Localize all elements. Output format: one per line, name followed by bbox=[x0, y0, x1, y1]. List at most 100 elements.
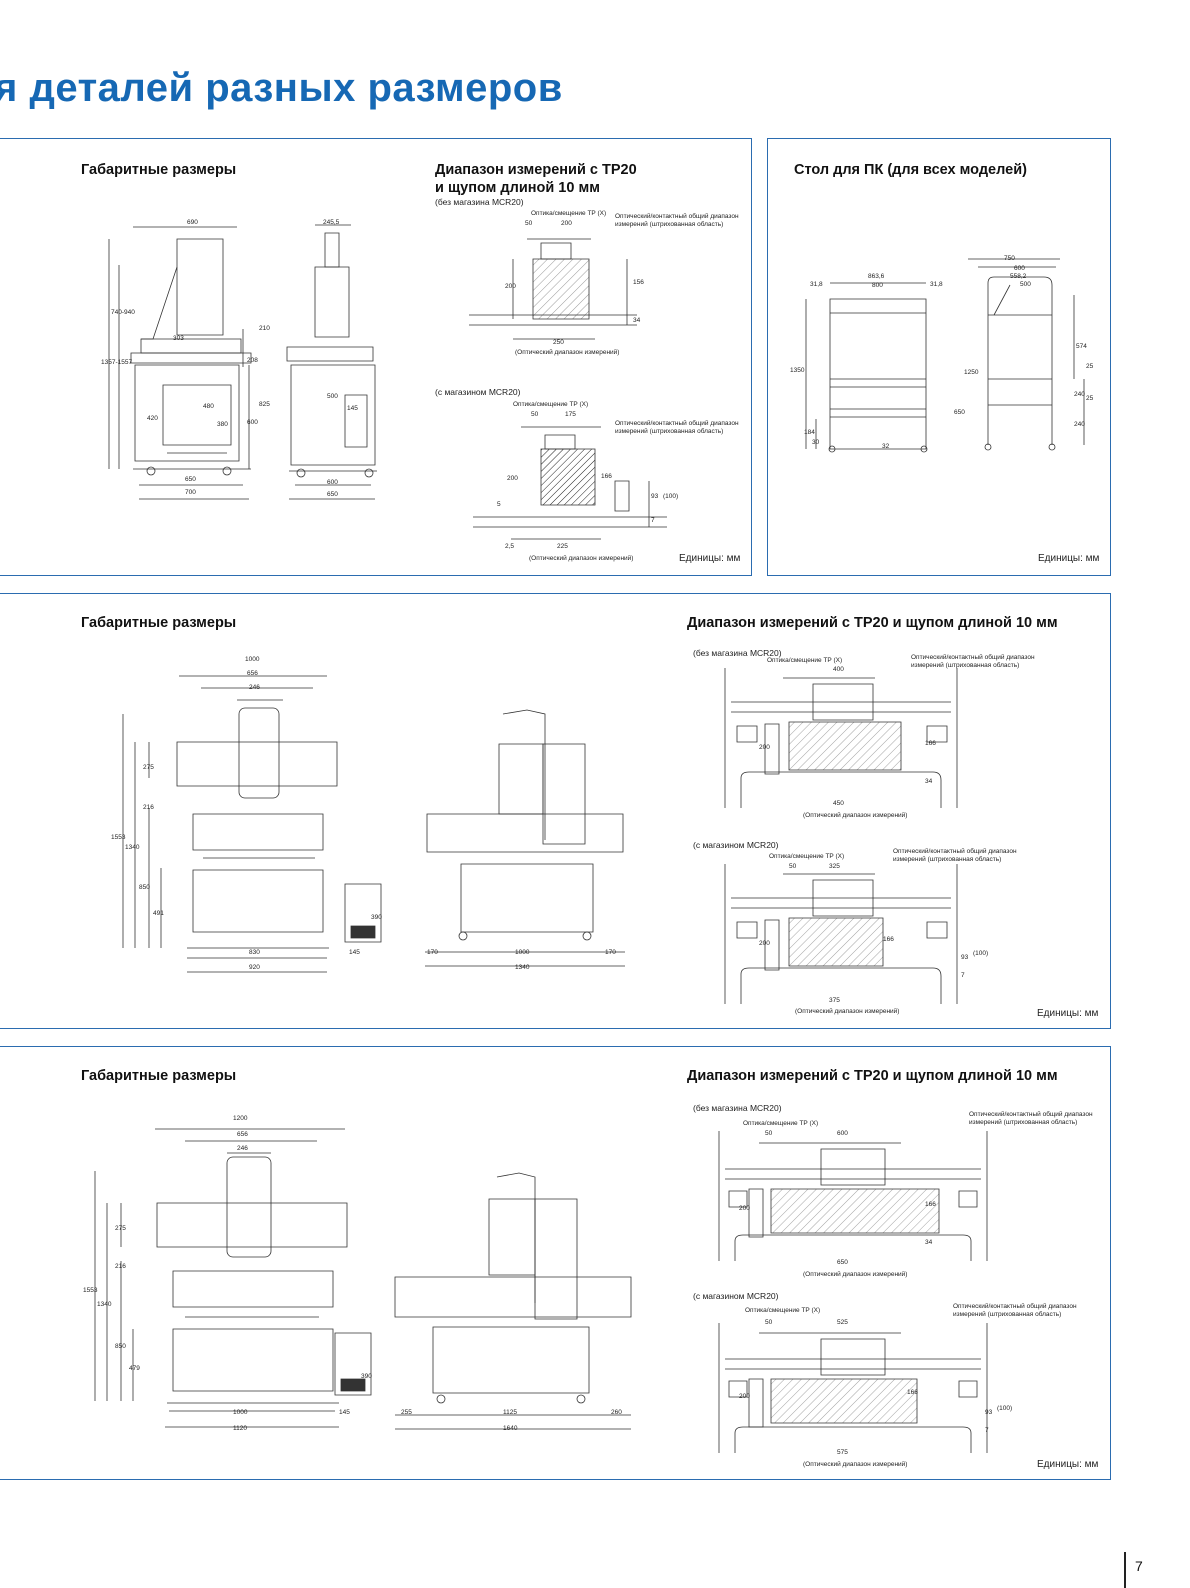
m-dim-656: 656 bbox=[247, 670, 258, 677]
large-range-b-drawing bbox=[713, 1323, 993, 1458]
m-side-1340: 1340 bbox=[515, 964, 530, 971]
pc-side-240b: 240 bbox=[1074, 421, 1085, 428]
m-side-170a: 170 bbox=[427, 949, 438, 956]
panel-pc-table: Стол для ПК (для всех моделей) Единицы: … bbox=[767, 138, 1111, 576]
l-dim-656: 656 bbox=[237, 1131, 248, 1138]
dim-front-380: 380 bbox=[217, 421, 228, 428]
dim-front-420: 420 bbox=[147, 415, 158, 422]
l-range-b-7: 7 bbox=[985, 1427, 989, 1434]
large-side-drawing bbox=[389, 1167, 639, 1442]
dims-heading: Габаритные размеры bbox=[81, 162, 237, 178]
common-range-2b-1: Оптический/контактный общий диапазон bbox=[893, 848, 1017, 855]
optical-range-2b: (Оптический диапазон измерений) bbox=[795, 1008, 900, 1015]
m-dim-1000: 1000 bbox=[245, 656, 260, 663]
l-dim-246: 246 bbox=[237, 1145, 248, 1152]
range-b-93: 93 bbox=[651, 493, 659, 500]
dim-front-650: 650 bbox=[185, 476, 196, 483]
m-range-b-200: 200 bbox=[759, 940, 770, 947]
m-side-170b: 170 bbox=[605, 949, 616, 956]
m-range-a-400: 400 bbox=[833, 666, 844, 673]
common-range-2b-2: измерений (штрихованная область) bbox=[893, 856, 1002, 863]
medium-front-drawing bbox=[117, 658, 397, 988]
medium-range-b-drawing bbox=[721, 864, 961, 1009]
dim-front-700: 700 bbox=[185, 489, 196, 496]
m-range-a-200: 200 bbox=[759, 744, 770, 751]
pc-side-240a: 240 bbox=[1074, 391, 1085, 398]
l-dim-275: 275 bbox=[115, 1225, 126, 1232]
units-label: Единицы: мм bbox=[679, 553, 741, 564]
l-range-a-600: 600 bbox=[837, 1130, 848, 1137]
pc-dim-863-6: 863,6 bbox=[868, 273, 885, 280]
pc-table-side-drawing bbox=[964, 255, 1094, 455]
l-range-b-100: (100) bbox=[997, 1405, 1013, 1412]
pc-dim-32: 32 bbox=[882, 443, 890, 450]
m-dim-275: 275 bbox=[143, 764, 154, 771]
l-range-b-525: 525 bbox=[837, 1319, 848, 1326]
l-side-1640: 1640 bbox=[503, 1425, 518, 1432]
offset-label-2b: Оптика/смещение TP (X) bbox=[769, 853, 845, 860]
dim-front-480: 480 bbox=[203, 403, 214, 410]
no-magazine-label: (без магазина MCR20) bbox=[435, 197, 524, 207]
range-b-50: 50 bbox=[531, 411, 539, 418]
range-a-200: 200 bbox=[561, 220, 572, 227]
common-range-b-1: Оптический/контактный общий диапазон bbox=[615, 420, 739, 427]
dim-front-210: 210 bbox=[259, 325, 270, 332]
m-range-b-375: 375 bbox=[829, 997, 840, 1004]
range-a-drawing bbox=[467, 229, 637, 349]
range-b-100: (100) bbox=[663, 493, 679, 500]
l-dim-1120: 1120 bbox=[233, 1425, 247, 1432]
common-range-b-2: измерений (штрихованная область) bbox=[615, 428, 724, 435]
pc-side-750: 750 bbox=[1004, 255, 1015, 262]
page-number-divider bbox=[1124, 1552, 1126, 1588]
dim-side-145: 145 bbox=[347, 405, 358, 412]
m-dim-1340: 1340 bbox=[125, 844, 140, 851]
range-b-5: 5 bbox=[497, 501, 501, 508]
l-range-a-650: 650 bbox=[837, 1259, 848, 1266]
pc-side-500: 500 bbox=[1020, 281, 1031, 288]
range-b-225: 225 bbox=[557, 543, 568, 550]
dim-front-600: 600 bbox=[247, 419, 258, 426]
pc-dim-800: 800 bbox=[872, 282, 883, 289]
l-dim-1000: 1000 bbox=[233, 1409, 248, 1416]
range-b-200: 200 bbox=[507, 475, 518, 482]
m-dim-920: 920 bbox=[249, 964, 260, 971]
pc-side-574: 574 bbox=[1076, 343, 1087, 350]
dims-heading-2: Габаритные размеры bbox=[81, 615, 237, 631]
page-title: я деталей разных размеров bbox=[0, 66, 563, 110]
common-range-3b-2: измерений (штрихованная область) bbox=[953, 1311, 1062, 1318]
m-range-a-34: 34 bbox=[925, 778, 933, 785]
m-dim-145: 145 bbox=[349, 949, 360, 956]
offset-label-3a: Оптика/смещение TP (X) bbox=[743, 1120, 819, 1127]
dim-side-650: 650 bbox=[327, 491, 338, 498]
page-number: 7 bbox=[1135, 1558, 1143, 1574]
dim-side-500: 500 bbox=[327, 393, 338, 400]
l-dim-216: 216 bbox=[115, 1263, 126, 1270]
pc-dim-30: 30 bbox=[812, 439, 820, 446]
pc-side-558-2: 558,2 bbox=[1010, 273, 1027, 280]
l-side-1125: 1125 bbox=[503, 1409, 517, 1416]
optical-range-b: (Оптический диапазон измерений) bbox=[529, 555, 634, 562]
common-range-a-1: Оптический/контактный общий диапазон bbox=[615, 213, 739, 220]
m-range-b-166: 166 bbox=[883, 936, 894, 943]
common-range-3a-2: измерений (штрихованная область) bbox=[969, 1119, 1078, 1126]
l-dim-145: 145 bbox=[339, 1409, 350, 1416]
m-range-b-325: 325 bbox=[829, 863, 840, 870]
large-range-a-drawing bbox=[713, 1131, 993, 1266]
common-range-3b-1: Оптический/контактный общий диапазон bbox=[953, 1303, 1077, 1310]
panel-large-model: Габаритные размеры Диапазон измерений с … bbox=[0, 1046, 1111, 1480]
range-b-7: 7 bbox=[651, 517, 655, 524]
pc-side-25a: 25 bbox=[1086, 363, 1094, 370]
pc-side-650: 650 bbox=[954, 409, 965, 416]
range-heading-line2: и щупом длиной 10 мм bbox=[435, 180, 600, 196]
pc-dim-1350: 1350 bbox=[790, 367, 805, 374]
m-dim-830: 830 bbox=[249, 949, 260, 956]
common-range-3a-1: Оптический/контактный общий диапазон bbox=[969, 1111, 1093, 1118]
range-b-2-5: 2,5 bbox=[505, 543, 515, 550]
dim-front-690: 690 bbox=[187, 219, 198, 226]
l-range-b-93: 93 bbox=[985, 1409, 993, 1416]
range-heading-2: Диапазон измерений с TP20 и щупом длиной… bbox=[687, 615, 1058, 631]
dim-side-245-5: 245,5 bbox=[323, 219, 340, 226]
pc-dim-31-8-right: 31,8 bbox=[930, 281, 943, 288]
offset-label-a: Оптика/смещение TP (X) bbox=[531, 210, 607, 217]
dim-side-600: 600 bbox=[327, 479, 338, 486]
